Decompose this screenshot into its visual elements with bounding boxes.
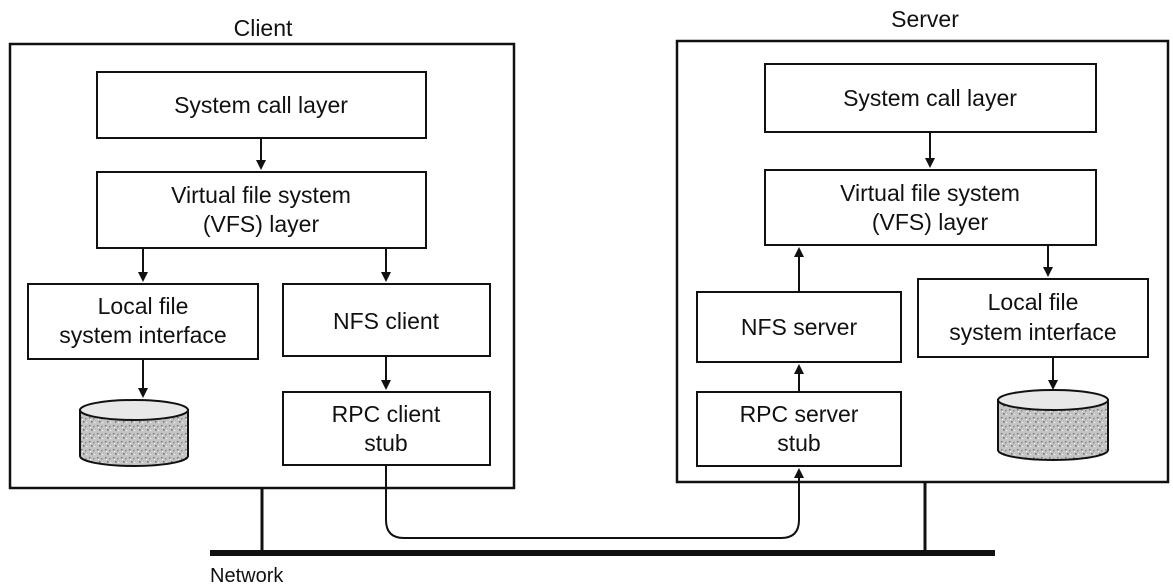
server-local-fs-label-line1: Local file	[988, 289, 1079, 315]
client-local-fs-interface: Local file system interface	[27, 283, 259, 360]
server-disk-icon	[997, 389, 1109, 461]
server-rpc-stub: RPC server stub	[696, 391, 902, 467]
server-vfs-label-line1: Virtual file system	[840, 180, 1020, 206]
client-local-fs-label-line2: system interface	[59, 322, 226, 348]
client-vfs-label-line1: Virtual file system	[171, 182, 351, 208]
client-rpc-stub-label-line2: stub	[364, 430, 407, 456]
client-rpc-stub-label-line1: RPC client	[332, 401, 441, 427]
client-disk-icon	[79, 399, 189, 467]
server-local-fs-label-line2: system interface	[949, 319, 1116, 345]
server-nfs-server: NFS server	[696, 291, 902, 363]
client-system-call-label: System call layer	[174, 92, 348, 118]
client-rpc-stub: RPC client stub	[282, 391, 491, 466]
server-vfs-label-line2: (VFS) layer	[872, 209, 989, 235]
client-nfs-client: NFS client	[282, 283, 491, 357]
server-rpc-stub-label-line2: stub	[777, 430, 820, 456]
client-vfs-layer: Virtual file system (VFS) layer	[96, 171, 427, 249]
client-title: Client	[234, 15, 293, 41]
server-system-call-layer: System call layer	[764, 63, 1097, 133]
server-system-call-label: System call layer	[843, 85, 1017, 111]
server-local-fs-interface: Local file system interface	[917, 278, 1149, 358]
server-vfs-layer: Virtual file system (VFS) layer	[764, 169, 1097, 246]
client-nfs-client-label: NFS client	[333, 308, 440, 334]
server-rpc-stub-label-line1: RPC server	[740, 401, 859, 427]
client-system-call-layer: System call layer	[96, 71, 427, 139]
client-vfs-label-line2: (VFS) layer	[203, 211, 320, 237]
server-title: Server	[891, 6, 959, 32]
server-nfs-server-label: NFS server	[741, 314, 858, 340]
client-local-fs-label-line1: Local file	[98, 293, 189, 319]
server-machine-frame	[675, 39, 1170, 484]
network-label: Network	[210, 565, 284, 587]
rpc-client-to-server-path	[385, 465, 804, 539]
